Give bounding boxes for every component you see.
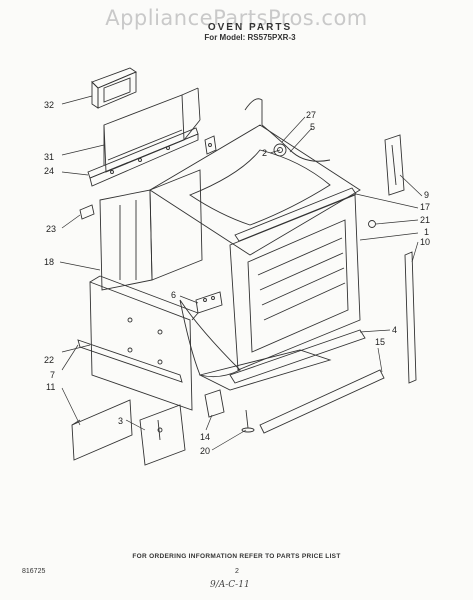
part-9-side-trim [384,134,405,196]
part-17-top-trim [234,187,357,242]
watermark: AppliancePartsPros.com [105,6,368,30]
part-4-bottom-strip [229,329,366,384]
callout-10: 10 [420,237,430,247]
part-11-lower-trim [71,399,133,461]
callout-23: 23 [46,224,56,234]
page-number: 2 [235,568,239,575]
callout-7: 7 [50,370,55,380]
callout-27: 27 [306,110,316,120]
callout-5: 5 [310,122,315,132]
part-7-bracket-strip [77,339,183,383]
part-23-small-bracket [79,204,95,220]
callout-21: 21 [420,215,430,225]
callout-15: 15 [375,337,385,347]
part-21-clip [368,220,376,228]
part-15-base-trim [259,369,385,434]
oven-cavity-top [149,98,361,256]
ordering-note: FOR ORDERING INFORMATION REFER TO PARTS … [132,553,341,560]
callout-3: 3 [118,416,123,426]
callout-11: 11 [46,382,55,392]
oven-cavity-front-frame [229,194,361,371]
part-6-terminal [195,291,223,314]
document-number: 816725 [22,568,46,575]
part-bracket-clip [204,135,217,155]
leader-lines [59,95,423,451]
callout-17: 17 [420,202,430,212]
part-10-seal-strip [404,251,417,384]
callout-24: 24 [44,166,54,176]
part-32-vent-bracket [91,67,137,109]
callout-14: 14 [200,432,210,442]
part-24-channel-strip [87,127,199,187]
callout-22: 22 [44,355,54,365]
diagram-title: OVEN PARTS [207,22,293,33]
callout-6: 6 [171,290,176,300]
part-14-block [204,389,225,418]
model-subtitle: For Model: RS575PXR-3 [204,33,296,42]
part-18-side-wrapper [99,169,203,291]
oven-cavity-floor [179,299,332,391]
callout-32: 32 [44,100,54,110]
callout-18: 18 [44,257,54,267]
part-22-lower-panel [89,275,199,411]
part-3-hinge-assembly [139,404,186,466]
callout-1: 1 [424,227,429,237]
callout-labels: 32 31 24 23 18 22 7 11 3 6 14 20 2 27 5 … [44,100,430,456]
handwritten-note: 9/A-C-11 [210,580,250,590]
callout-31: 31 [44,152,54,162]
callout-20: 20 [200,446,210,456]
callout-4: 4 [392,325,397,335]
callout-2: 2 [262,148,267,158]
part-20-leveling-leg [241,409,255,433]
callout-9: 9 [424,190,429,200]
